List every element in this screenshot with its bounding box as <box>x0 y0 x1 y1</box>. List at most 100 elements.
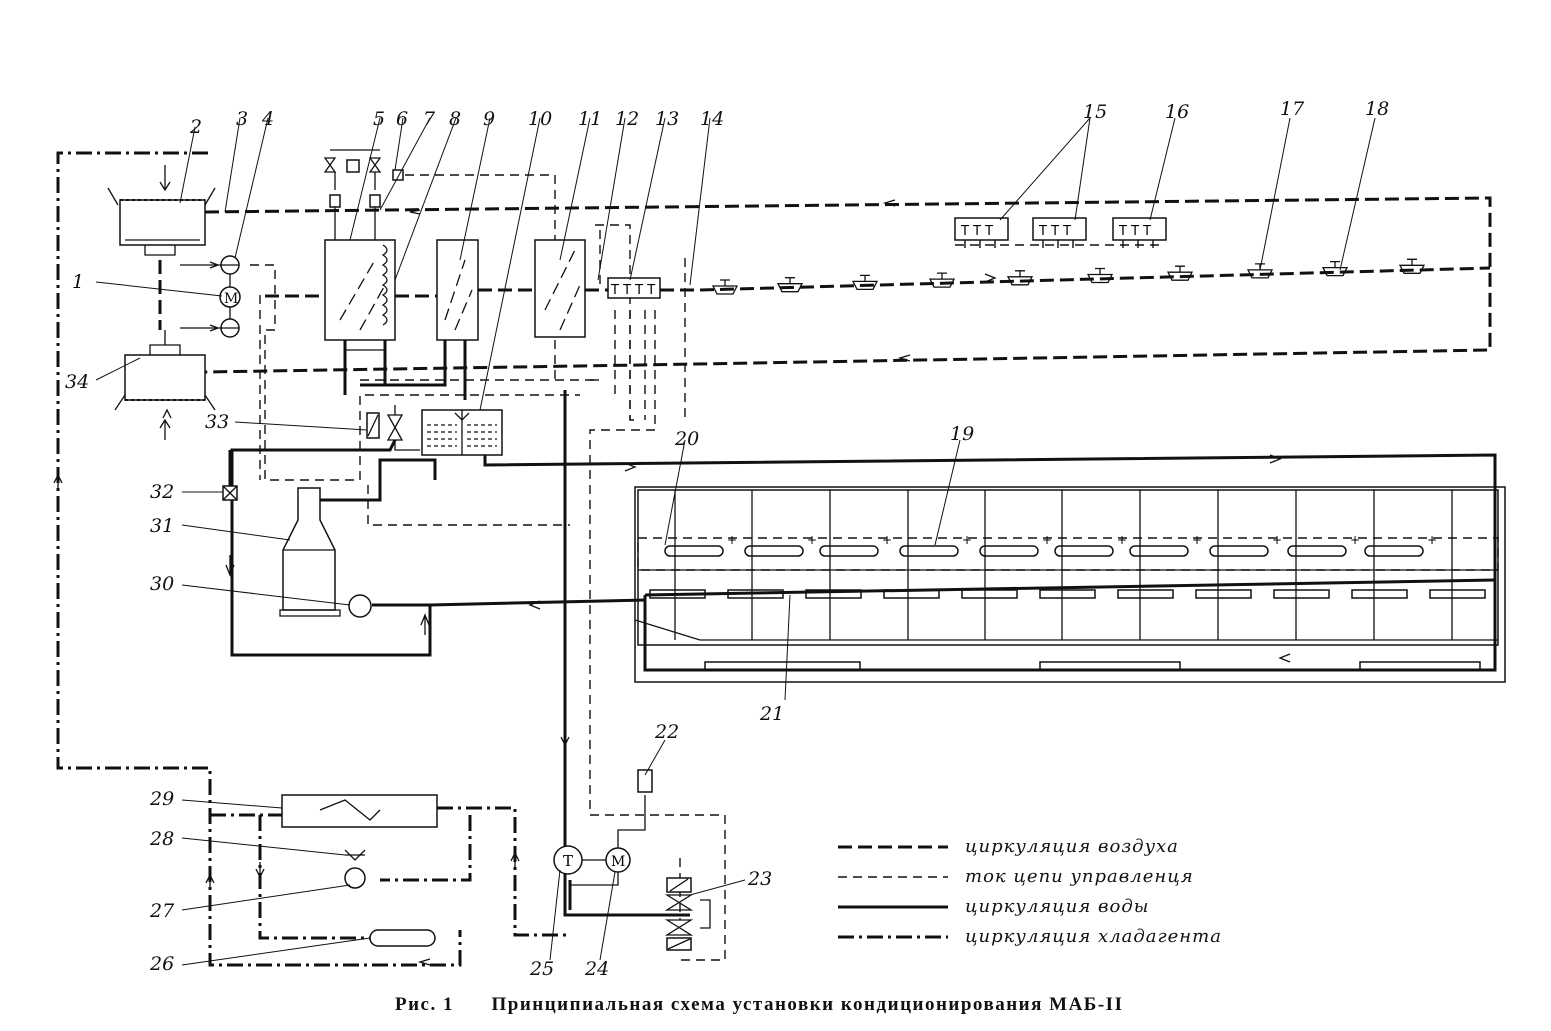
label-4: 4 <box>261 108 274 130</box>
label-29: 29 <box>149 788 174 810</box>
heating-pipe-section <box>1359 661 1481 671</box>
heater-plus-sign: + <box>1272 533 1282 547</box>
electric-heaters: + + + + + + + + + + <box>637 533 1499 571</box>
label-17: 17 <box>1280 98 1305 120</box>
motor-symbol-24: M <box>611 854 625 870</box>
air-diffuser <box>1398 264 1426 274</box>
electric-heater: + <box>979 533 1052 557</box>
air-diffuser <box>1006 276 1034 286</box>
label-31: 31 <box>150 515 174 537</box>
label-15: 15 <box>1083 101 1107 123</box>
solenoid-valves-23 <box>664 877 711 951</box>
heating-pipe-section <box>649 589 706 599</box>
heater-plus-sign: + <box>1350 533 1360 547</box>
compartment-walls <box>674 490 1453 640</box>
air-circulation <box>158 196 1492 374</box>
water-heater-31 <box>279 487 341 617</box>
electric-heater: + <box>1129 533 1202 557</box>
legend: циркуляция воздуха ток цепи управленця ц… <box>838 836 1222 947</box>
label-14: 14 <box>700 108 724 130</box>
label-7: 7 <box>423 108 436 130</box>
label-2: 2 <box>189 116 202 138</box>
water-flow-arrows <box>53 199 1291 966</box>
label-12: 12 <box>615 108 639 130</box>
valve-32 <box>222 485 238 577</box>
heater-plus-sign: + <box>727 533 737 547</box>
relay-15a-label: T T T <box>960 224 993 239</box>
water-circulation <box>228 340 1497 917</box>
label-32: 32 <box>150 481 174 503</box>
heater-plus-sign: + <box>1042 533 1052 547</box>
air-diffuser <box>1246 269 1274 279</box>
label-1: 1 <box>72 271 84 293</box>
heating-pipe-section <box>1429 589 1486 599</box>
air-diffuser <box>711 285 739 295</box>
relay-16-label: T T T <box>1118 224 1151 239</box>
electric-heater: + <box>899 533 972 557</box>
air-cooler <box>323 149 404 351</box>
label-8: 8 <box>449 108 461 130</box>
heating-pipe-section <box>727 589 784 599</box>
heater-plus-sign: + <box>962 533 972 547</box>
motor-symbol: M <box>224 291 238 307</box>
heating-pipe-section <box>704 661 861 671</box>
heating-pipe-section <box>1351 589 1408 599</box>
air-diffuser <box>776 283 804 293</box>
control-circuit <box>250 174 1165 961</box>
label-3: 3 <box>236 108 248 130</box>
condenser-upper <box>107 165 216 256</box>
heating-pipe-section <box>883 589 940 599</box>
heat-exchanger-9 <box>436 239 479 341</box>
heating-pipe-section <box>1117 589 1174 599</box>
figure-caption: Рис. 1 Принципиальная схема установки ко… <box>395 994 1123 1015</box>
label-21: 21 <box>759 703 784 725</box>
valve-33 <box>366 405 420 451</box>
air-diffuser <box>1166 271 1194 281</box>
electric-heater: + <box>1364 533 1437 557</box>
label-5: 5 <box>373 108 385 130</box>
heater-plus-sign: + <box>1117 533 1127 547</box>
electric-heater: + <box>664 533 737 557</box>
heat-exchanger-11 <box>534 239 586 338</box>
callout-leaders <box>95 117 1376 966</box>
fan-motor-unit: M <box>180 255 241 338</box>
air-diffusers <box>711 258 1426 295</box>
label-23: 23 <box>747 868 772 890</box>
electric-heater: + <box>1287 533 1360 557</box>
compressor-27 <box>344 849 366 889</box>
refrigerant-heat-exchanger-29 <box>281 794 438 828</box>
label-11: 11 <box>578 108 602 130</box>
legend-label-control: ток цепи управленця <box>965 866 1194 887</box>
label-22: 22 <box>654 721 679 743</box>
electric-heater: + <box>819 533 892 557</box>
electric-heater: + <box>1054 533 1127 557</box>
heating-pipe-section <box>1039 589 1096 599</box>
sensor-22 <box>637 769 653 793</box>
condenser-lower <box>114 330 216 440</box>
label-30: 30 <box>150 573 174 595</box>
electric-heater: + <box>744 533 817 557</box>
receiver-26 <box>369 929 436 947</box>
thermo-motor-unit: T M <box>553 795 646 886</box>
heating-pipe-section <box>1273 589 1330 599</box>
label-26: 26 <box>149 953 174 975</box>
pump-30 <box>348 594 541 635</box>
label-20: 20 <box>674 428 699 450</box>
legend-label-refrigerant: циркуляция хладагента <box>965 926 1222 947</box>
relay-block-13: T T T T <box>607 277 661 299</box>
label-34: 34 <box>65 371 89 393</box>
label-10: 10 <box>528 108 552 130</box>
relay-15b-label: T T T <box>1038 224 1071 239</box>
air-diffuser <box>1086 273 1114 284</box>
label-33: 33 <box>205 411 229 433</box>
heater-plus-sign: + <box>1192 533 1202 547</box>
relay-block-13-label: T T T T <box>610 283 655 298</box>
label-28: 28 <box>149 828 174 850</box>
heating-pipe-section <box>961 589 1018 599</box>
air-diffuser <box>851 280 879 291</box>
thermo-symbol: T <box>563 852 573 870</box>
heater-plus-sign: + <box>1427 533 1437 547</box>
heating-pipe-section <box>805 589 862 599</box>
heater-plus-sign: + <box>882 533 892 547</box>
callout-numbers: 1 2 3 4 5 6 7 8 9 10 11 12 13 14 15 16 1… <box>65 98 1389 980</box>
